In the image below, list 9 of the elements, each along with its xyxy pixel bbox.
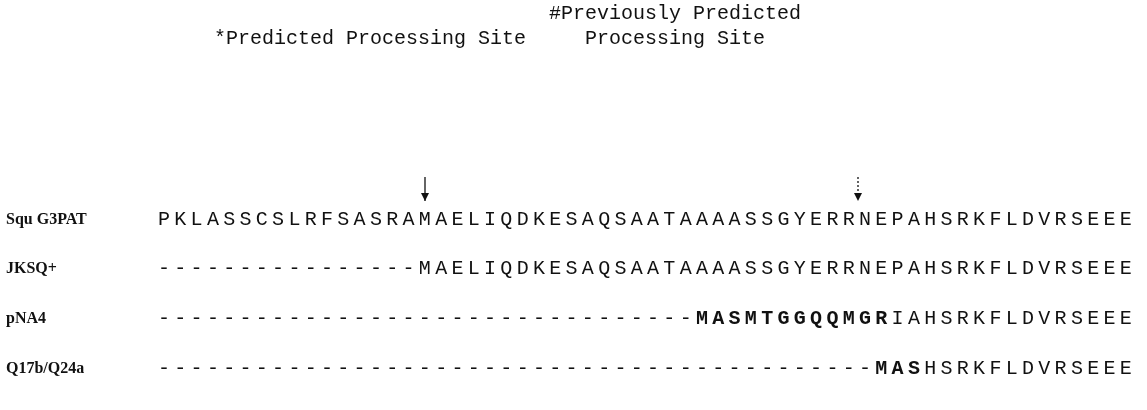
sequence-name: JKSQ+ bbox=[6, 259, 57, 277]
amino-acid-sequence: PKLASSCSLRFSASRAMAELIQDKESAQSAATAAAASSGYERRNEPAHSRKFLDVRSEEE bbox=[158, 208, 1137, 232]
sequence-name: Q17b/Q24a bbox=[6, 359, 85, 377]
sequence-name: Squ G3PAT bbox=[6, 210, 87, 228]
annotation-label: *Predicted Processing Site bbox=[200, 26, 540, 51]
sequence-name: pNA4 bbox=[6, 309, 46, 327]
amino-acid-sequence: --------------------------------------------MASHSRKFLDVRSEEE bbox=[158, 357, 1137, 381]
amino-acid-sequence: ----------------MAELIQDKESAQSAATAAAASSGYERRNEPAHSRKFLDVRSEEE bbox=[158, 257, 1137, 281]
annotation-label: #Previously Predicted Processing Site bbox=[540, 1, 810, 51]
